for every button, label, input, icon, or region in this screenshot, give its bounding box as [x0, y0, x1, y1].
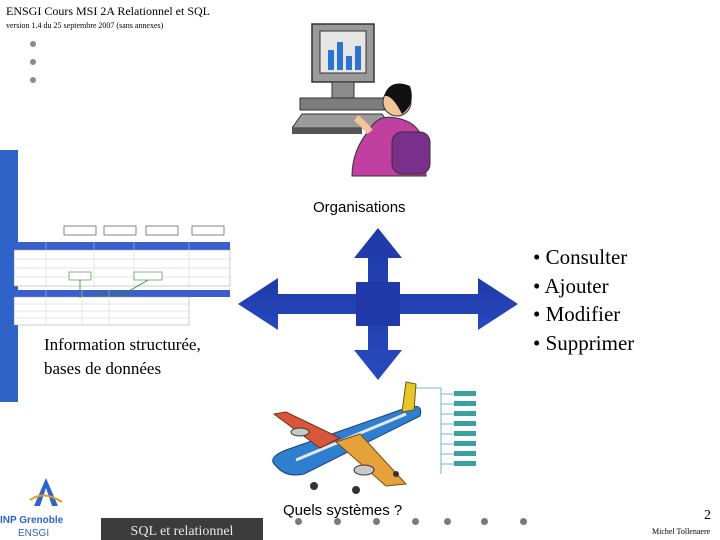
side-band — [0, 150, 18, 402]
bullet-1 — [30, 41, 36, 47]
footer-dot-2 — [334, 518, 341, 525]
information-text: Information structurée, bases de données — [44, 333, 201, 380]
footer-dot-7 — [520, 518, 527, 525]
action-supprimer: Supprimer — [533, 329, 635, 358]
four-way-arrows — [238, 228, 518, 380]
action-consulter: Consulter — [533, 243, 634, 272]
bullet-2 — [30, 59, 36, 65]
logo-brand: INP Grenoble — [0, 515, 64, 526]
footer-tab: SQL et relationnel — [101, 518, 263, 540]
question-text: Quels systèmes ? — [283, 502, 403, 519]
header-version: version 1.4 du 25 septembre 2007 (sans a… — [6, 21, 164, 30]
database-tables-illustration — [14, 225, 231, 326]
bullet-3 — [30, 77, 36, 83]
footer-dot-3 — [373, 518, 380, 525]
action-ajouter: Ajouter — [533, 272, 634, 301]
airplane-illustration — [272, 381, 476, 494]
organisations-label: Organisations — [313, 199, 406, 216]
logo-school: ENSGI — [18, 528, 49, 539]
footer-dot-4 — [412, 518, 419, 525]
author-name: Michel Tollenaere — [652, 527, 711, 536]
header-title: ENSGI Cours MSI 2A Relationnel et SQL — [6, 4, 210, 18]
action-modifier: Modifier — [533, 300, 634, 329]
info-line-1: Information structurée, — [44, 335, 201, 354]
computer-user-illustration — [292, 23, 431, 177]
info-line-2: bases de données — [44, 358, 162, 378]
footer-dot-5 — [444, 518, 451, 525]
footer-dot-6 — [481, 518, 488, 525]
inp-grenoble-logo: INP Grenoble ENSGI — [0, 478, 64, 539]
page-number: 2 — [704, 508, 711, 523]
action-list: Consulter Ajouter Modifier Supprimer — [533, 243, 634, 357]
footer-dot-1 — [295, 518, 302, 525]
